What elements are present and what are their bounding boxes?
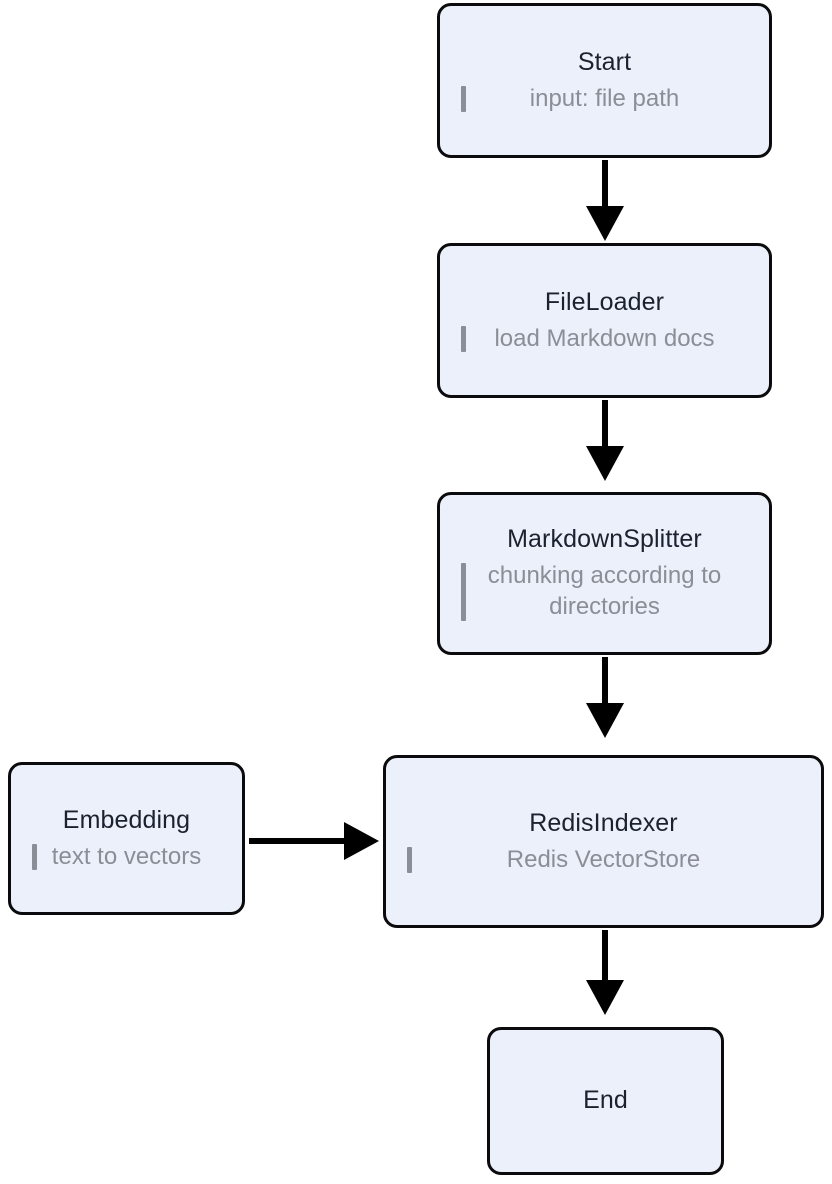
node-file-loader-subtitle-wrap: load Markdown docs [450, 324, 759, 355]
node-start-title: Start [577, 47, 632, 76]
node-end[interactable]: End [487, 1027, 724, 1175]
accent-bar-icon [32, 843, 37, 871]
node-embedding-title: Embedding [62, 805, 191, 834]
node-redis-indexer[interactable]: RedisIndexer Redis VectorStore [383, 755, 824, 928]
node-start-subtitle: input: file path [529, 84, 680, 112]
accent-bar-icon [461, 85, 466, 113]
accent-bar-icon [461, 325, 466, 353]
node-file-loader-title: FileLoader [544, 287, 665, 316]
node-embedding[interactable]: Embedding text to vectors [8, 762, 245, 915]
accent-bar-icon [461, 563, 466, 621]
edge-markdownsplitter-to-redisindexer [586, 657, 624, 738]
edge-start-to-fileloader [586, 160, 624, 241]
node-start-subtitle-wrap: input: file path [450, 84, 759, 115]
node-file-loader-subtitle: load Markdown docs [494, 324, 715, 352]
node-markdown-splitter-subtitle-wrap: chunking according to directories [450, 561, 759, 622]
node-file-loader[interactable]: FileLoader load Markdown docs [437, 243, 772, 398]
node-markdown-splitter-subtitle: chunking according to directories [487, 562, 722, 621]
node-redis-indexer-subtitle-wrap: Redis VectorStore [396, 845, 811, 876]
node-markdown-splitter[interactable]: MarkdownSplitter chunking according to d… [437, 492, 772, 655]
edge-embedding-to-redisindexer [249, 822, 379, 860]
edge-fileloader-to-markdownsplitter [586, 400, 624, 481]
node-redis-indexer-subtitle: Redis VectorStore [506, 845, 701, 873]
node-end-title: End [583, 1086, 628, 1115]
node-redis-indexer-title: RedisIndexer [529, 808, 678, 837]
accent-bar-icon [407, 846, 412, 874]
node-start[interactable]: Start input: file path [437, 3, 772, 158]
node-embedding-subtitle: text to vectors [51, 842, 202, 870]
node-markdown-splitter-title: MarkdownSplitter [507, 525, 702, 554]
node-embedding-subtitle-wrap: text to vectors [21, 842, 232, 873]
edge-redisindexer-to-end [586, 930, 624, 1015]
